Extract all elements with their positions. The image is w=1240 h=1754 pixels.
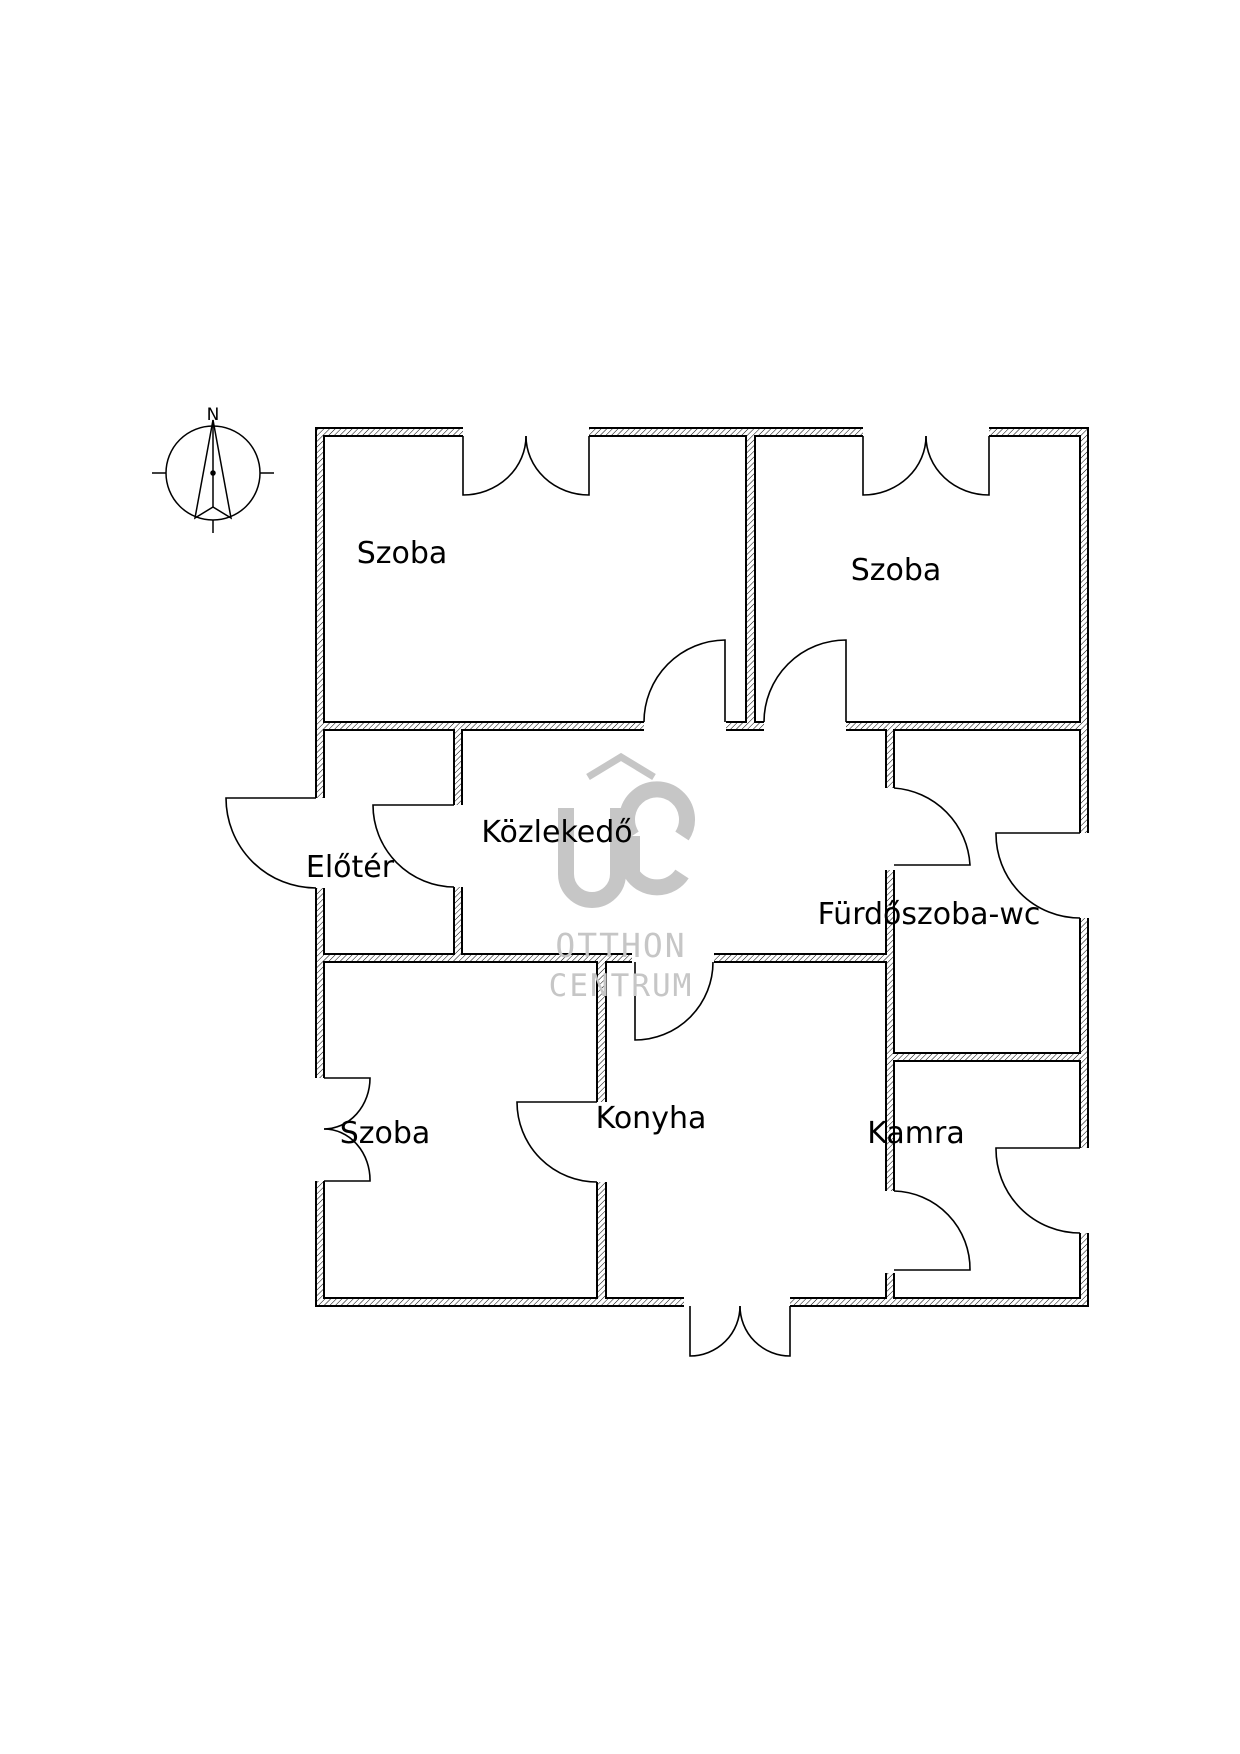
label-furdoszoba: Fürdőszoba-wc [818, 897, 1041, 932]
north-compass: N [152, 405, 274, 533]
door-szoba-nw-corridor [643, 639, 726, 723]
label-szoba-nw: Szoba [357, 536, 448, 571]
watermark-line-2: CENTRUM [549, 968, 694, 1004]
watermark-c-icon [619, 781, 695, 896]
door-szoba-nw-window [462, 435, 590, 496]
label-kamra: Kamra [867, 1116, 964, 1151]
door-kamra-outer [995, 1147, 1081, 1234]
doors [225, 435, 1081, 1357]
door-eloter-corridor [372, 804, 455, 888]
room-labels: Szoba Szoba Előtér Közlekedő Fürdőszoba-… [306, 536, 1041, 1151]
door-furdoszoba [893, 787, 971, 866]
door-konyha-south [689, 1305, 791, 1357]
door-szoba-ne-corridor [763, 639, 847, 723]
walls [315, 427, 1089, 1307]
label-szoba-sw: Szoba [340, 1116, 431, 1151]
watermark-logo: OTTHON CENTRUM [549, 752, 695, 1004]
door-konyha-corridor [634, 961, 714, 1041]
door-entrance [225, 797, 317, 889]
wall-fill [315, 427, 1089, 1307]
door-kamra-konyha [893, 1190, 971, 1271]
watermark-roof-icon [586, 752, 656, 780]
label-szoba-ne: Szoba [851, 553, 942, 588]
watermark-o-icon [558, 808, 626, 908]
label-konyha: Konyha [596, 1101, 707, 1136]
watermark-line-1: OTTHON [555, 926, 686, 965]
compass-north-label: N [207, 405, 220, 425]
label-kozlekedo: Közlekedő [481, 815, 632, 850]
label-eloter: Előtér [306, 850, 395, 885]
door-furdoszoba-outer [995, 832, 1081, 919]
door-szoba-sw-konyha [516, 1101, 598, 1183]
door-szoba-ne-window [862, 435, 990, 496]
door-szoba-sw-window [323, 1077, 371, 1182]
door-openings [314, 426, 1090, 1308]
